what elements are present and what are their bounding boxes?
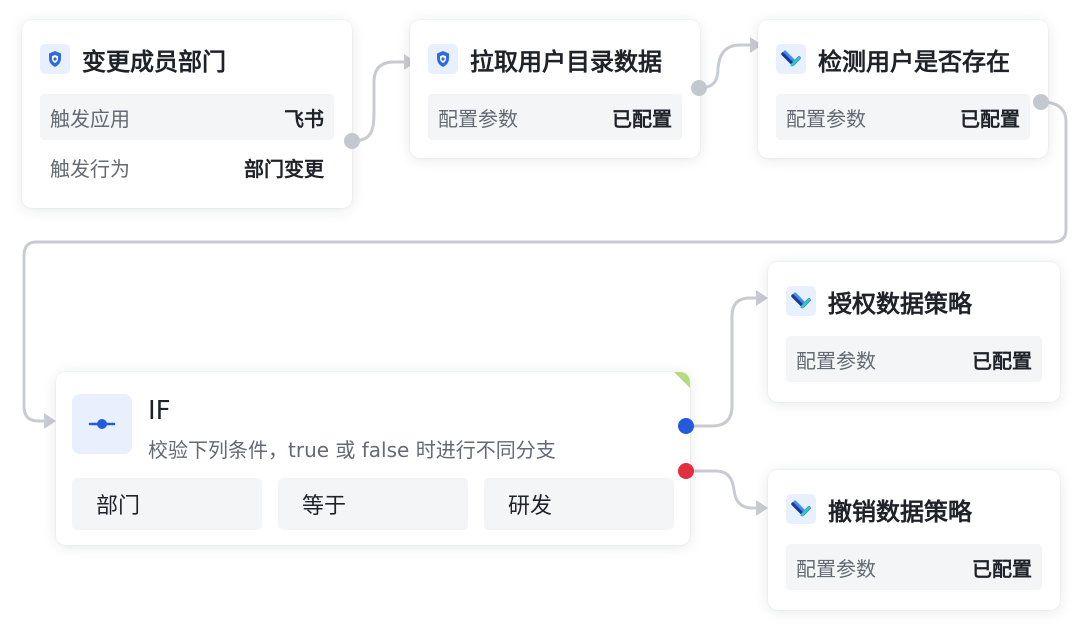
param-label: 配置参数 [786,106,866,131]
shield-icon [40,44,70,74]
node-title: 授权数据策略 [828,289,972,318]
node-header: 变更成员部门 [40,38,334,80]
condition-value-text: 研发 [508,494,553,519]
connector-trigger-to-fetch [350,60,406,143]
node-header: 拉取用户目录数据 [428,38,682,80]
condition-operator-text: 等于 [302,494,347,519]
node-revoke[interactable]: 撤销数据策略 配置参数 已配置 [768,470,1060,610]
node-title: IF [148,396,171,426]
param-value: 已配置 [612,106,672,131]
false-branch-port[interactable] [678,463,694,479]
condition-operator[interactable]: 等于 [278,478,468,530]
node-header: 检测用户是否存在 [776,38,1030,80]
arrow-to-if [44,413,56,429]
param-value: 飞书 [284,106,324,131]
node-title: 拉取用户目录数据 [470,47,662,76]
param-label: 触发行为 [50,156,130,181]
node-grant[interactable]: 授权数据策略 配置参数 已配置 [768,262,1060,402]
node-trigger[interactable]: 变更成员部门 触发应用 飞书 触发行为 部门变更 [22,20,352,208]
node-header: 授权数据策略 [786,280,1042,322]
node-title: 撤销数据策略 [828,497,972,526]
arrow-to-revoke [756,500,768,516]
param-value: 部门变更 [244,156,324,181]
app-logo-icon [786,286,816,316]
node-fetch[interactable]: 拉取用户目录数据 配置参数 已配置 [410,20,700,158]
param-row: 配置参数 已配置 [786,544,1042,590]
output-port[interactable] [344,133,360,149]
output-port[interactable] [691,80,707,96]
app-logo-icon [786,494,816,524]
output-port[interactable] [1033,94,1049,110]
node-title: 检测用户是否存在 [818,47,1010,76]
param-row: 配置参数 已配置 [786,336,1042,382]
param-label: 配置参数 [796,348,876,373]
param-row: 配置参数 已配置 [776,94,1030,140]
condition-value[interactable]: 研发 [484,478,674,530]
param-label: 触发应用 [50,106,130,131]
node-title: 变更成员部门 [82,47,226,76]
node-check[interactable]: 检测用户是否存在 配置参数 已配置 [758,20,1048,158]
param-row: 配置参数 已配置 [428,94,682,140]
param-row: 触发应用 飞书 [40,94,334,140]
param-value: 已配置 [960,106,1020,131]
connector-fetch-to-check [697,43,752,90]
shield-icon [428,44,458,74]
status-corner-marker [674,372,690,388]
connector-if-false-to-revoke [684,469,762,510]
param-row: 触发行为 部门变更 [40,144,334,190]
node-if[interactable]: IF 校验下列条件，true 或 false 时进行不同分支 部门 等于 研发 [56,372,690,545]
node-header: 撤销数据策略 [786,488,1042,530]
param-value: 已配置 [972,348,1032,373]
param-label: 配置参数 [796,556,876,581]
condition-icon [72,394,132,454]
param-value: 已配置 [972,556,1032,581]
app-logo-icon [776,44,806,74]
node-description: 校验下列条件，true 或 false 时进行不同分支 [148,438,556,462]
condition-field-text: 部门 [96,494,141,519]
connector-if-true-to-grant [684,296,762,428]
condition-field[interactable]: 部门 [72,478,262,530]
arrow-to-grant [756,290,768,306]
param-label: 配置参数 [438,106,518,131]
true-branch-port[interactable] [678,418,694,434]
